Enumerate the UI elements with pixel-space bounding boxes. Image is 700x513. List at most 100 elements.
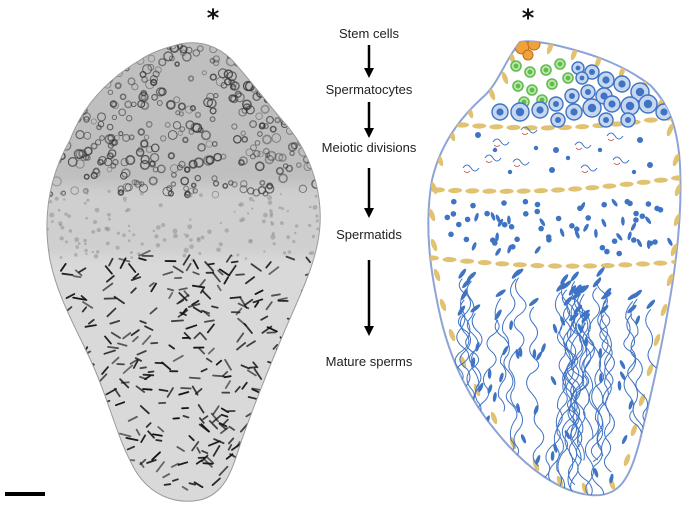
micrograph-speckle [60,225,65,230]
micrograph-nucleus [145,79,155,90]
micrograph-nucleus [257,151,264,158]
micrograph-nucleus [274,152,284,162]
micrograph-sperm-head [101,366,109,375]
somatic-border-cell [666,273,674,287]
micrograph-sperm-head [166,287,175,292]
micrograph-sperm-head [236,440,241,448]
sperm-tail [562,293,585,461]
left-apex-asterisk: * [207,4,220,32]
micrograph-sperm-head [224,358,232,371]
micrograph-nucleus [120,172,128,180]
meiotic-chromosome [485,160,493,163]
micrograph-nucleus [213,93,219,99]
somatic-border-cell [674,183,681,197]
micrograph-nucleus [211,190,220,199]
micrograph-sperm-head [70,389,79,395]
micrograph-nucleus [120,42,129,49]
micrograph-nucleus [293,124,302,133]
micrograph-sperm-head [305,403,315,412]
micrograph-nucleus [281,85,289,92]
micrograph-nucleus [73,66,84,76]
micrograph-nucleus [295,95,303,103]
micrograph-sperm-head [271,293,281,297]
spermatid-round [484,210,490,217]
micrograph-speckle [251,207,254,210]
spermatid-elongating [616,233,623,241]
micrograph-sperm-head [111,356,120,365]
schematic-panel: * [427,4,682,497]
spermatocyte-nucleus [608,100,616,108]
micrograph-nucleus [258,122,266,130]
micrograph-nucleus [265,85,272,92]
micrograph-nucleus [296,58,306,68]
micrograph-nucleus [268,49,277,58]
micrograph-nucleus [235,54,246,65]
micrograph-nucleus [228,78,235,86]
micrograph-nucleus [95,139,102,146]
micrograph-sperm-head [166,387,174,398]
micrograph-nucleus [270,58,277,65]
sperm-head [515,349,520,359]
meiotic-chromatin [647,162,653,168]
micrograph-nucleus [212,55,221,63]
micrograph-sperm-head [225,453,234,460]
micrograph-sperm-head [198,347,206,355]
micrograph-speckle [187,192,193,198]
micrograph-nucleus [131,101,137,107]
micrograph-speckle [67,214,71,219]
micrograph-speckle [155,243,161,248]
somatic-cell [551,187,565,193]
micrograph-nucleus [65,62,74,70]
micrograph-sperm-head [66,460,75,466]
micrograph-nucleus [254,161,265,172]
somatic-cell [568,186,583,192]
micrograph-sperm-head [155,461,165,473]
micrograph-nucleus [128,134,135,141]
micrograph-sperm-head [246,340,256,348]
sperm-head [621,434,628,445]
sperm-head [577,323,583,333]
spermatid-round [569,223,575,229]
spermatid-round [456,221,462,228]
micrograph-nucleus [99,69,109,79]
micrograph-sperm-head [250,263,262,272]
somatic-cell [523,125,538,131]
micrograph-sperm-head [243,461,254,468]
micrograph-sperm-head [211,305,219,309]
spermatid-elongating [490,212,496,221]
sperm-head [560,316,566,326]
sperm-head [579,284,589,294]
micrograph-sperm-head [89,488,94,496]
spermatid-round [647,240,654,247]
micrograph-nucleus [131,83,139,91]
micrograph-sperm-head [246,469,258,474]
meiotic-nucleus [631,169,637,175]
micrograph-sperm-head [72,296,86,301]
micrograph-speckle [267,195,272,201]
micrograph-sperm-head [104,265,113,275]
spermatid-elongating [474,212,479,222]
micrograph-speckle [83,201,87,205]
micrograph-nucleus [233,135,242,144]
micrograph-sperm-head [178,287,188,291]
micrograph-nucleus [254,78,264,88]
micrograph-nucleus [225,43,231,49]
micrograph-sperm-head [143,494,154,502]
micrograph-nucleus [209,57,216,64]
micrograph-sperm-head [135,493,146,497]
micrograph-sperm-head [83,418,95,422]
micrograph-sperm-head [259,433,272,437]
micrograph-speckle [83,238,87,243]
micrograph-nucleus [257,131,263,137]
micrograph-sperm-head [254,491,265,497]
right-apex-asterisk: * [522,4,535,32]
micrograph-nucleus [177,130,183,136]
micrograph-nucleus [230,94,239,104]
micrograph-sperm-head [281,431,296,435]
micrograph-speckle [308,205,312,209]
micrograph-sperm-head [71,424,83,431]
micrograph-sperm-head [132,359,139,369]
sperm-head [601,292,612,300]
micrograph-speckle [189,238,193,242]
micrograph-speckle [75,245,79,249]
